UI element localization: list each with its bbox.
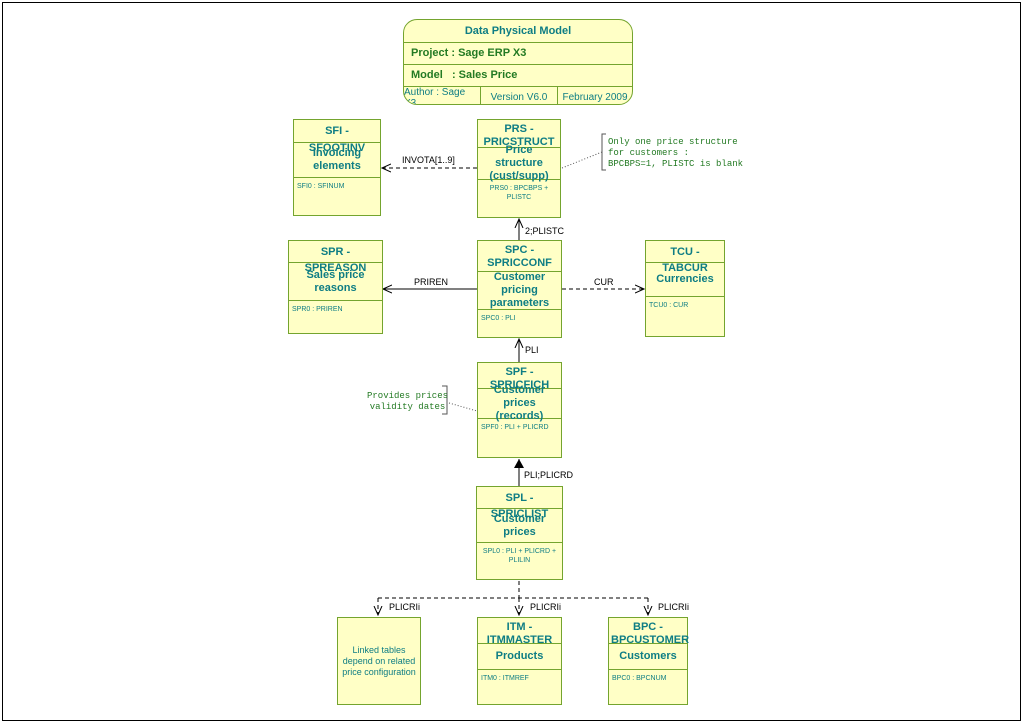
table-name: PRS - PRICSTRUCT — [478, 120, 560, 148]
note-bracket-spf — [442, 385, 448, 415]
table-description: Customer pricing parameters — [478, 271, 561, 310]
link-label-invota: INVOTA[1..9] — [402, 155, 455, 165]
table-key: SPL0 : PLI + PLICRD + PLILIN — [482, 548, 557, 564]
table-key: SPF0 : PLI + PLICRD — [481, 424, 549, 431]
project-name: Project : Sage ERP X3 — [404, 43, 632, 65]
table-name: SPR - SPREASON — [289, 241, 382, 274]
model-title-block: Data Physical Model Project : Sage ERP X… — [403, 19, 633, 105]
table-sfi[interactable]: SFI - SFOOTINV Invoicing elements SFI0 :… — [293, 119, 381, 216]
note-bracket-prs — [601, 133, 606, 171]
model-title: Data Physical Model — [404, 20, 632, 43]
table-name: BPC - BPCUSTOMER — [609, 618, 689, 646]
link-label-plicrii-linked: PLICRIi — [389, 602, 421, 612]
table-description: Products — [478, 644, 561, 670]
link-label-pli: PLI — [525, 345, 539, 355]
note-price-structure: Only one price structure for customers :… — [608, 137, 744, 169]
table-description: Price structure (cust/supp) — [478, 144, 560, 182]
date-cell: February 2009 — [562, 92, 628, 103]
table-name: SPL - SPRICLIST — [477, 487, 562, 520]
table-tcu[interactable]: TCU - TABCUR Currencies TCU0 : CUR — [645, 240, 725, 337]
link-label-plicrii-itm: PLICRIi — [530, 602, 562, 612]
table-description: Customer prices — [477, 509, 562, 543]
note-validity-dates: Provides prices validity dates — [367, 391, 449, 412]
author-cell: Author : Sage X3 — [404, 87, 481, 104]
table-prs[interactable]: PRS - PRICSTRUCT Price structure (cust/s… — [477, 119, 561, 218]
table-key: SFI0 : SFINUM — [297, 183, 345, 190]
linked-tables-box: Linked tables depend on related price co… — [337, 617, 421, 705]
link-label-plistc: 2;PLISTC — [525, 226, 565, 236]
table-key: SPC0 : PLI — [481, 315, 516, 322]
table-name: TCU - TABCUR — [646, 241, 724, 274]
link-label-priren: PRIREN — [414, 277, 449, 287]
table-description: Invoicing elements — [294, 143, 380, 178]
table-name: SPC - SPRICCONF — [478, 241, 561, 272]
link-label-pli-plicrd: PLI;PLICRD — [524, 470, 574, 480]
link-label-cur: CUR — [594, 277, 614, 287]
table-description: Sales price reasons — [289, 263, 382, 301]
model-meta-row: Author : Sage X3 Version V6.0 February 2… — [404, 87, 632, 104]
table-spc[interactable]: SPC - SPRICCONF Customer pricing paramet… — [477, 240, 562, 338]
model-name: Model : Sales Price — [404, 65, 632, 87]
table-spf[interactable]: SPF - SPRICFICH Customer prices (records… — [477, 362, 562, 458]
version-cell: Version V6.0 — [481, 87, 558, 104]
table-itm[interactable]: ITM - ITMMASTER Products ITM0 : ITMREF — [477, 617, 562, 705]
table-key: SPR0 : PRIREN — [292, 306, 343, 313]
table-name: SFI - SFOOTINV — [294, 120, 380, 154]
table-description: Customer prices (records) — [478, 384, 561, 422]
table-key: ITM0 : ITMREF — [481, 675, 529, 682]
table-spr[interactable]: SPR - SPREASON Sales price reasons SPR0 … — [288, 240, 383, 334]
table-key: BPC0 : BPCNUM — [612, 675, 667, 682]
table-name: SPF - SPRICFICH — [478, 363, 561, 391]
table-description: Currencies — [646, 263, 724, 297]
table-spl[interactable]: SPL - SPRICLIST Customer prices SPL0 : P… — [476, 486, 563, 580]
table-description: Customers — [609, 644, 687, 670]
table-bpc[interactable]: BPC - BPCUSTOMER Customers BPC0 : BPCNUM — [608, 617, 689, 705]
note-connector-spf — [448, 402, 478, 412]
note-connector-prs — [561, 151, 603, 169]
table-key: PRS0 : BPCBPS + PLISTC — [489, 185, 549, 201]
link-label-plicrii-bpc: PLICRIi — [658, 602, 690, 612]
table-key: TCU0 : CUR — [649, 302, 689, 309]
table-name: ITM - ITMMASTER — [478, 618, 561, 646]
